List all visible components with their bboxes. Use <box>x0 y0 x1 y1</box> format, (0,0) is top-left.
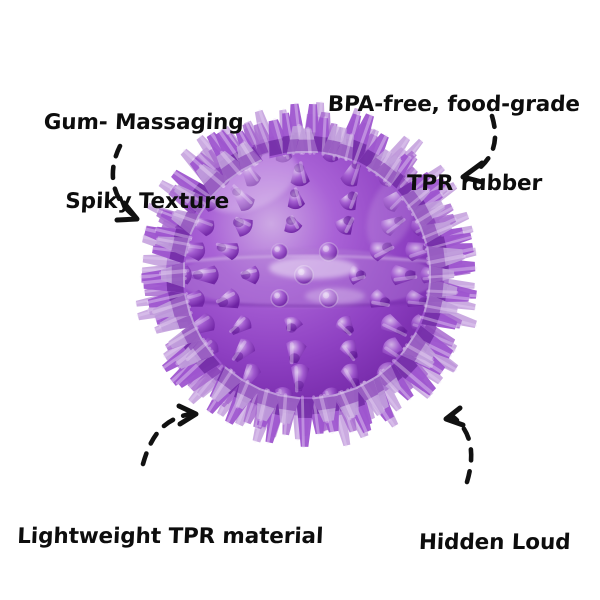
spike <box>236 142 263 172</box>
callout-hidden-loud-internal-squeaker: Hidden Loud Internal Squeaker <box>367 478 592 600</box>
spike <box>210 366 244 403</box>
spike <box>423 293 459 315</box>
callout-lightweight-tpr-material: Lightweight TPR material allows the sque… <box>6 472 328 600</box>
spike <box>426 278 459 298</box>
surface-nub <box>339 339 358 362</box>
spike <box>427 265 456 284</box>
surface-nub <box>291 363 310 393</box>
spike <box>295 395 315 449</box>
surface-nub <box>190 265 219 285</box>
spike <box>168 321 203 349</box>
surface-nub <box>369 288 391 308</box>
surface-nub <box>231 338 256 363</box>
spike <box>294 126 319 155</box>
spike <box>234 378 262 410</box>
surface-nub <box>215 242 239 261</box>
spike <box>419 221 453 245</box>
spike <box>173 184 211 216</box>
surface-nub <box>334 215 355 235</box>
callout-gum-massaging-spiky-texture: Gum- Massaging Spiky Texture <box>37 58 246 268</box>
spike <box>159 262 187 288</box>
surface-nub <box>287 187 306 210</box>
spike <box>334 133 354 162</box>
callout-line: Spiky Texture <box>64 189 230 215</box>
spike <box>155 236 191 257</box>
surface-nub <box>233 216 253 237</box>
surface-nub <box>390 264 418 286</box>
surface-nub <box>270 289 289 308</box>
spike <box>171 210 201 236</box>
callout-line: TPR rubber <box>406 171 543 197</box>
spike <box>216 150 247 184</box>
spike <box>311 393 338 424</box>
spike <box>185 337 215 364</box>
spike <box>355 378 385 417</box>
spike <box>332 386 359 419</box>
callout-bpa-free-food-grade-tpr-rubber: BPA-free, food-grade TPR rubber <box>321 40 582 250</box>
surface-nub <box>270 242 289 261</box>
spike <box>152 293 192 318</box>
spike <box>402 331 436 362</box>
spike <box>400 185 431 213</box>
surface-nub <box>284 215 303 233</box>
spike <box>256 387 283 422</box>
surface-nub <box>215 288 240 309</box>
callout-line: BPA-free, food-grade <box>327 92 581 118</box>
surface-nub <box>283 316 303 333</box>
spike <box>426 246 466 272</box>
surface-nub <box>240 265 260 285</box>
surface-nub <box>335 315 354 336</box>
spike <box>373 154 402 186</box>
spike-ring-front <box>139 102 478 449</box>
spike <box>409 199 446 230</box>
surface-nub <box>339 190 358 211</box>
surface-nub <box>229 314 252 336</box>
spike <box>195 163 230 198</box>
callout-line: Hidden Loud <box>418 530 572 556</box>
surface-nub <box>286 340 307 365</box>
spike <box>277 393 301 425</box>
surface-nub <box>340 363 360 390</box>
callout-line: Gum- Massaging <box>43 110 245 136</box>
callout-line: Lightweight TPR material <box>16 524 324 550</box>
surface-nub <box>380 313 408 337</box>
